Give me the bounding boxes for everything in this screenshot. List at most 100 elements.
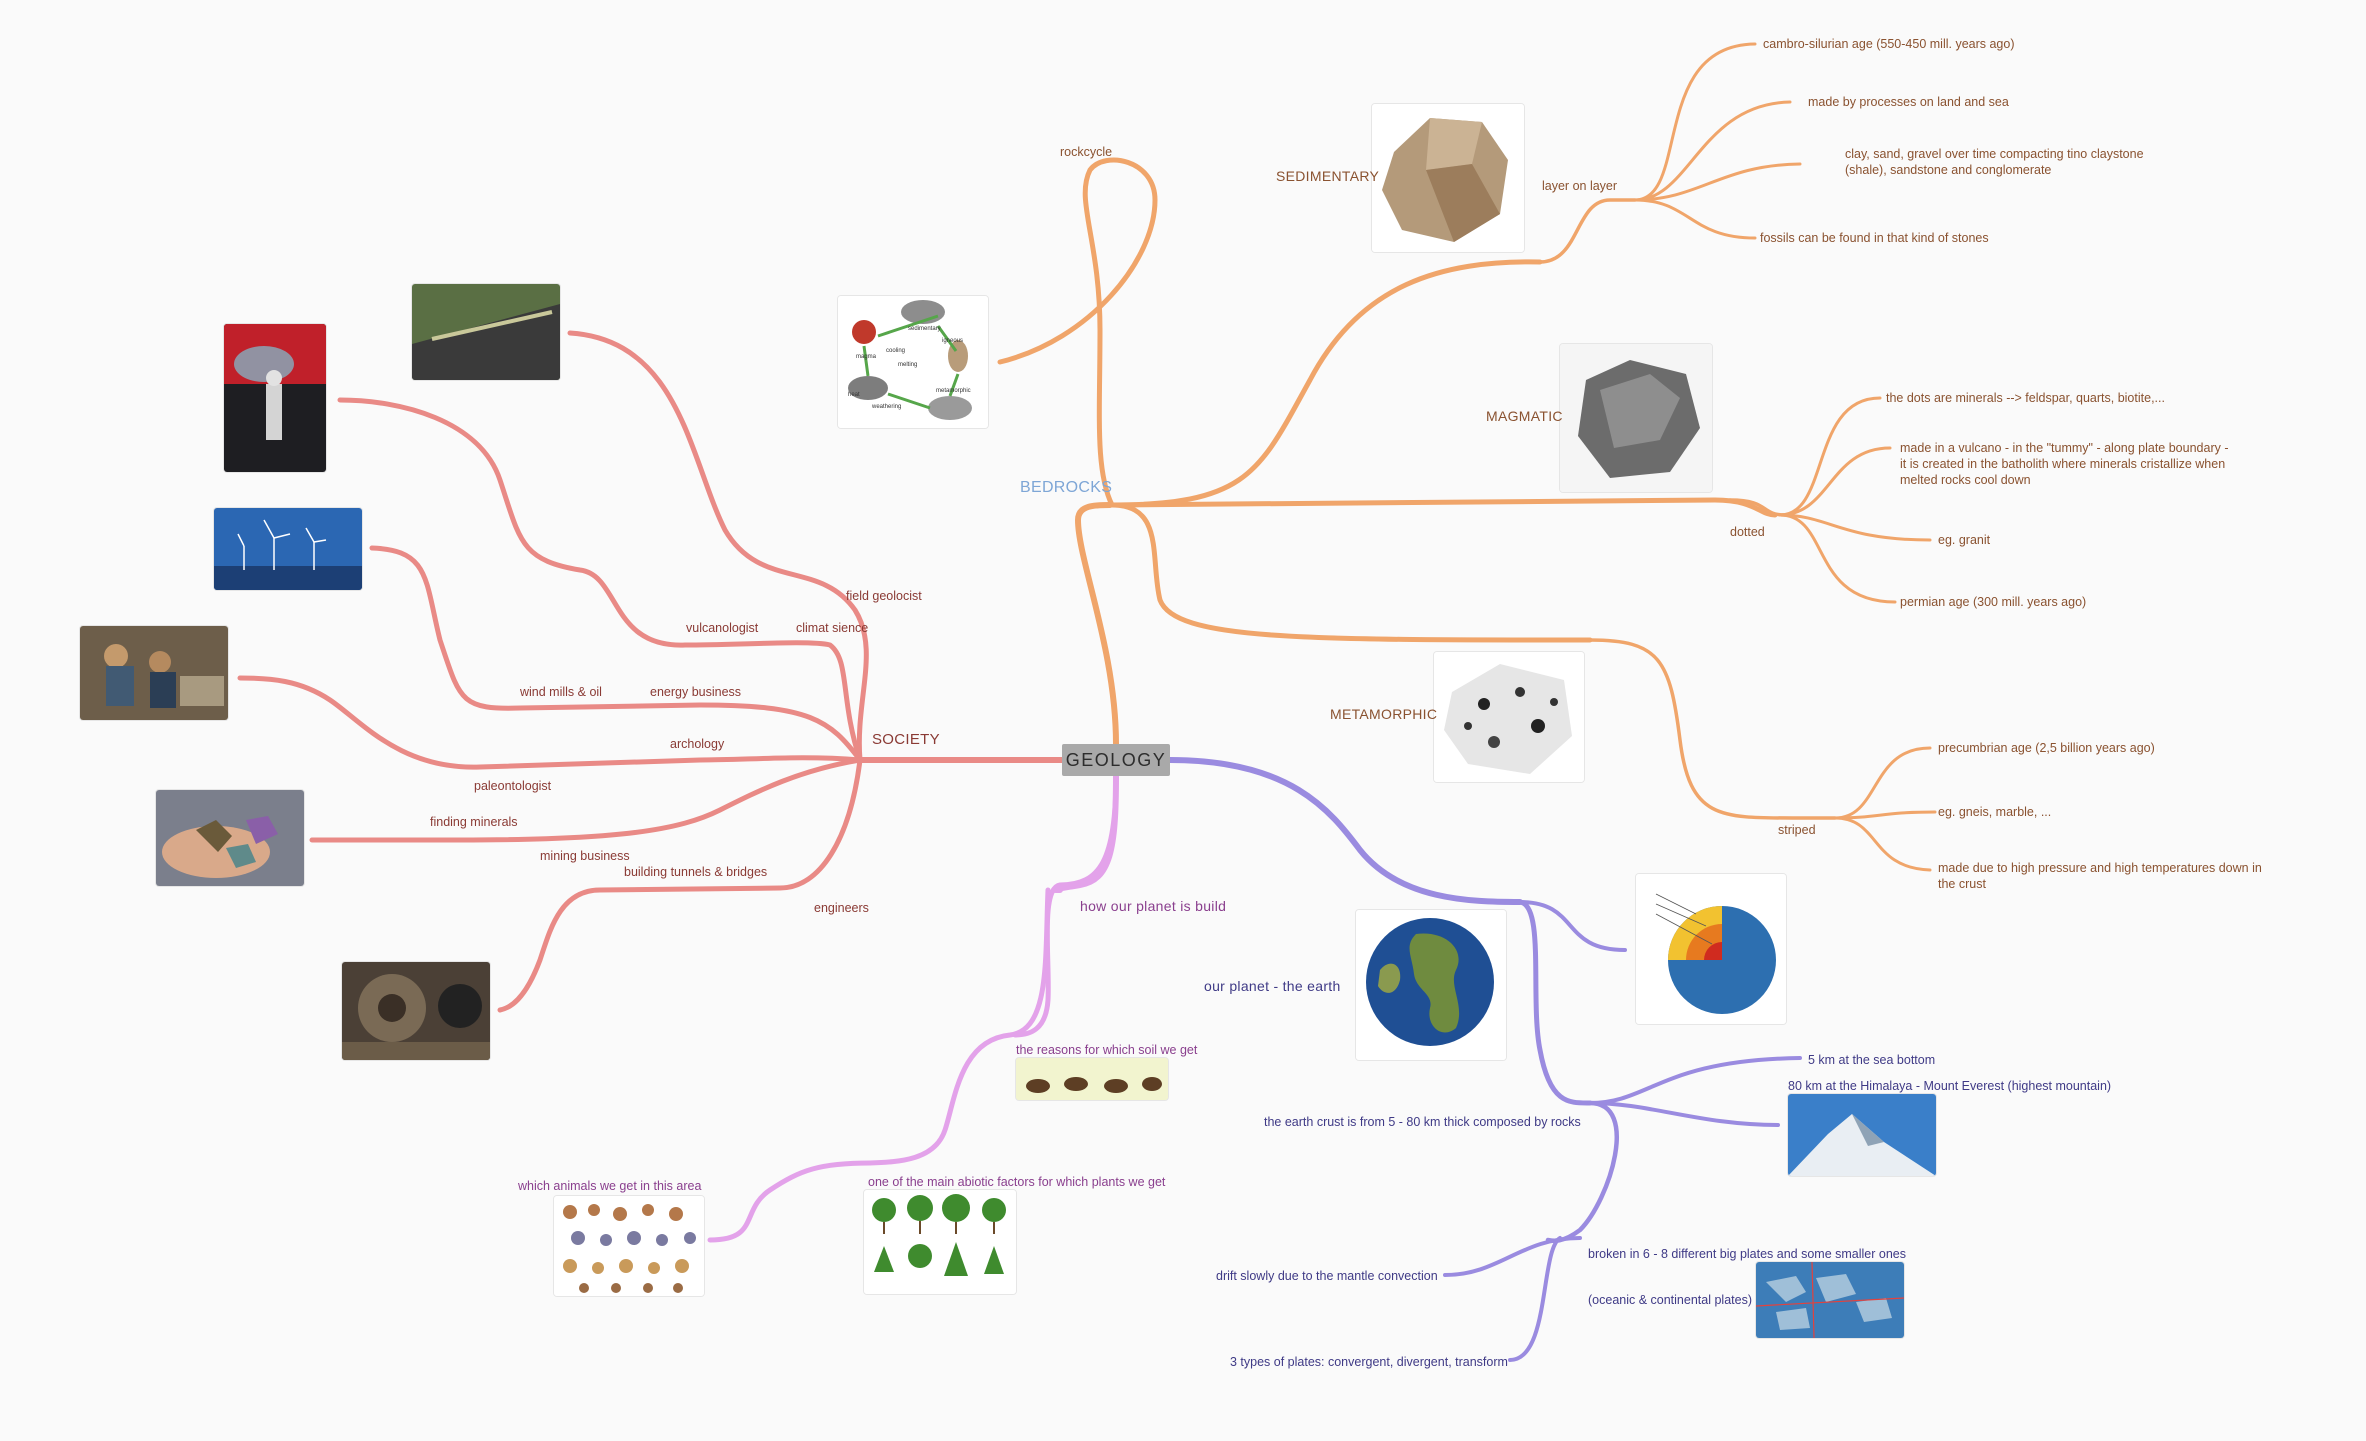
magmatic-rock-image [1560, 344, 1712, 492]
earth-globe-image [1356, 910, 1506, 1060]
plates-sub-node[interactable]: (oceanic & continental plates) [1588, 1293, 1752, 1307]
rockcycle-node[interactable]: rockcycle [1060, 145, 1113, 159]
mining-business-node[interactable]: mining business [540, 849, 630, 863]
tunnel-boring-image [342, 962, 490, 1060]
connector-bedrocks-metamorphic [1109, 502, 1593, 643]
archology-node[interactable]: archology [670, 737, 725, 751]
earth-layers-image [1636, 874, 1786, 1024]
connector-root-build [1051, 773, 1119, 893]
metamorphic-note-1[interactable]: precumbrian age (2,5 billion years ago) [1938, 741, 2155, 755]
connector-layer-fossils [1633, 198, 1757, 240]
plates-node[interactable]: broken in 6 - 8 different big plates and… [1588, 1247, 1907, 1261]
rockcycle-label: sedimentary [908, 326, 941, 332]
connector-earth-crust [1517, 899, 1593, 1106]
bedrocks-node[interactable]: BEDROCKS [1020, 479, 1113, 496]
earth-crust-node[interactable]: the earth crust is from 5 - 80 km thick … [1264, 1115, 1581, 1129]
paleontologist-node[interactable]: paleontologist [474, 779, 552, 793]
vulcanologist-node[interactable]: vulcanologist [686, 621, 759, 635]
tectonic-plates-map-image [1756, 1262, 1904, 1338]
connector-bedrocks-rockcycle [997, 157, 1158, 508]
connector-dotted-vulcano [1778, 446, 1892, 517]
connector-sedimentary-layer [1538, 198, 1637, 264]
himalaya-mountain-image [1788, 1094, 1936, 1176]
our-planet-node[interactable]: our planet - the earth [1204, 978, 1341, 994]
building-tunnels-node[interactable]: building tunnels & bridges [624, 865, 768, 879]
connector-society-engineers [497, 757, 863, 1013]
energy-business-node[interactable]: energy business [650, 685, 742, 699]
connector-society-fieldgeolocist [567, 330, 869, 763]
connector-striped-pressure [1833, 816, 1932, 872]
connector-crust-himalaya [1588, 1101, 1780, 1127]
sedimentary-note-1[interactable]: cambro-silurian age (550-450 mill. years… [1763, 37, 2015, 51]
connector-society-climat [337, 397, 863, 763]
root-node-geology[interactable]: GEOLOGY [1062, 744, 1170, 776]
depth-himalaya-node[interactable]: 80 km at the Himalaya - Mount Everest (h… [1788, 1079, 2112, 1093]
plants-node[interactable]: one of the main abiotic factors for whic… [868, 1175, 1166, 1189]
sedimentary-rock-image [1372, 104, 1524, 252]
metamorphic-node[interactable]: METAMORPHIC [1330, 706, 1438, 722]
rockcycle-label: weathering [871, 404, 901, 410]
connector-striped-gneis [1833, 810, 1937, 820]
rockcycle-label: cooling [886, 348, 905, 354]
connector-metamorphic-striped [1588, 638, 1837, 820]
drift-node[interactable]: drift slowly due to the mantle convectio… [1216, 1269, 1438, 1283]
vulcanologist-image [224, 324, 326, 472]
rockcycle-label: igneous [942, 338, 963, 344]
connector-layer-clay [1633, 162, 1802, 202]
sedimentary-node[interactable]: SEDIMENTARY [1276, 168, 1380, 184]
engineers-node[interactable]: engineers [814, 901, 869, 915]
connector-striped-precumbrian [1833, 746, 1932, 820]
magmatic-note-3[interactable]: eg. granit [1938, 533, 1991, 547]
finding-minerals-node[interactable]: finding minerals [430, 815, 518, 829]
connector-root-bedrocks [1074, 502, 1119, 747]
connector-layer-processes [1633, 100, 1792, 202]
metamorphic-note-2[interactable]: eg. gneis, marble, ... [1938, 805, 2052, 819]
sedimentary-note-2[interactable]: made by processes on land and sea [1808, 95, 2009, 109]
metamorphic-note-3[interactable]: made due to high pressure and high tempe… [1938, 861, 2262, 891]
field-geolocist-node[interactable]: field geolocist [846, 589, 922, 603]
how-planet-build-node[interactable]: how our planet is build [1080, 898, 1227, 914]
soil-image [1016, 1058, 1168, 1100]
connector-society-mining [309, 757, 863, 843]
connector-bedrocks-magmatic [1109, 497, 1778, 518]
depth-sea-node[interactable]: 5 km at the sea bottom [1808, 1053, 1936, 1067]
magmatic-note-2[interactable]: made in a vulcano - in the "tummy" - alo… [1900, 441, 2229, 487]
striped-node[interactable]: striped [1778, 823, 1816, 837]
sedimentary-note-3[interactable]: clay, sand, gravel over time compacting … [1845, 147, 2144, 177]
animals-image [554, 1196, 704, 1296]
connector-dotted-granit [1778, 513, 1932, 542]
connector-earth-core [1518, 900, 1627, 952]
connector-society-energy [369, 545, 863, 763]
rockcycle-label: metamorphic [936, 388, 971, 394]
climat-sience-node[interactable]: climat sience [796, 621, 869, 635]
wind-mills-image [214, 508, 362, 590]
connector-plates-drift [1443, 1236, 1582, 1277]
magmatic-node[interactable]: MAGMATIC [1486, 408, 1563, 424]
rockcycle-label: melting [898, 362, 917, 368]
trees-image [864, 1190, 1016, 1294]
connector-dotted-minerals [1778, 396, 1882, 517]
rockcycle-label: magma [856, 354, 877, 360]
connector-build-plants [867, 887, 1051, 1166]
animals-node[interactable]: which animals we get in this area [518, 1179, 702, 1193]
soil-node[interactable]: the reasons for which soil we get [1016, 1043, 1198, 1057]
connector-bedrocks-sedimentary [1109, 259, 1543, 508]
connector-society-archology [237, 675, 863, 770]
connector-layer-cambro [1633, 42, 1757, 202]
rockcycle-label: heat [848, 392, 860, 398]
connector-dotted-permian [1778, 513, 1897, 604]
society-node[interactable]: SOCIETY [872, 731, 940, 748]
sedimentary-note-4[interactable]: fossils can be found in that kind of sto… [1760, 231, 1989, 245]
metamorphic-rock-image [1434, 652, 1584, 782]
layer-on-layer-node[interactable]: layer on layer [1542, 179, 1618, 193]
plate-types-node[interactable]: 3 types of plates: convergent, divergent… [1230, 1355, 1508, 1369]
connector-plates-types [1508, 1236, 1562, 1362]
wind-mills-oil-node[interactable]: wind mills & oil [520, 685, 602, 699]
magmatic-note-4[interactable]: permian age (300 mill. years ago) [1900, 595, 2087, 609]
connector-build-animals [707, 1160, 873, 1243]
paleontologist-image [80, 626, 228, 720]
magmatic-note-1[interactable]: the dots are minerals --> feldspar, quar… [1886, 391, 2165, 405]
minerals-in-hand-image [156, 790, 304, 886]
dotted-node[interactable]: dotted [1730, 525, 1765, 539]
